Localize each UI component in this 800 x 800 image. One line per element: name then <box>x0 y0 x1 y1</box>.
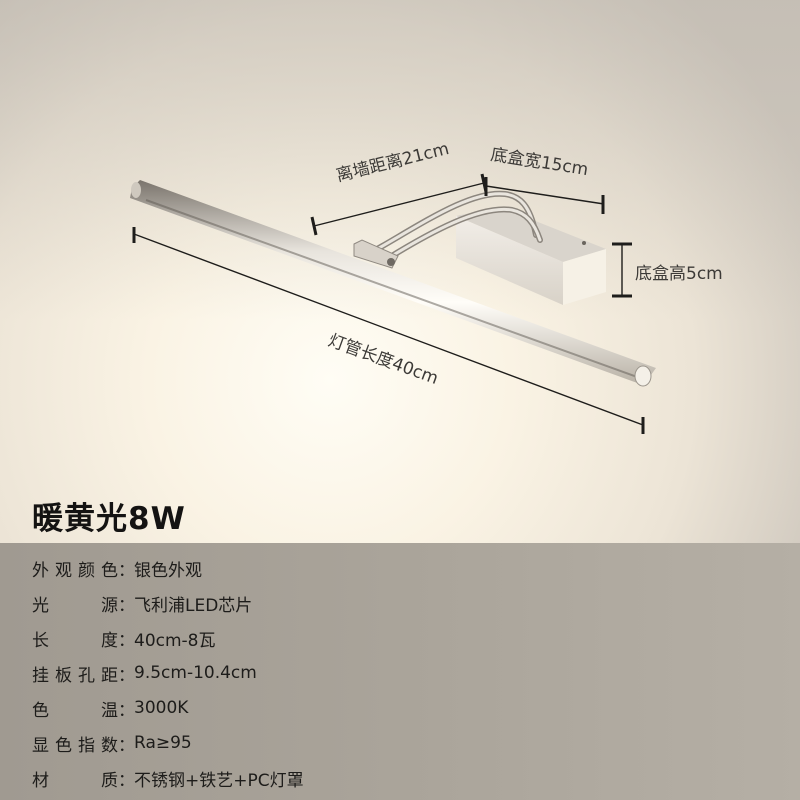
spec-colon: ： <box>118 595 135 616</box>
spec-row: 外观颜色：银色外观 <box>32 555 202 581</box>
spec-colon: ： <box>118 700 135 721</box>
spec-row: 光源：飞利浦LED芯片 <box>32 590 252 616</box>
spec-row: 色温：3000K <box>32 695 188 721</box>
spec-colon: ： <box>118 735 135 756</box>
spec-value: 不锈钢+铁艺+PC灯罩 <box>134 770 304 791</box>
spec-colon: ： <box>118 770 135 791</box>
spec-label: 外观颜色 <box>32 560 118 581</box>
spec-row: 显色指数：Ra≥95 <box>32 730 192 756</box>
lamp-tube <box>130 180 656 387</box>
spec-label: 色温 <box>32 700 118 721</box>
lamp-arm <box>369 190 543 265</box>
spec-colon: ： <box>118 560 135 581</box>
spec-value: 9.5cm-10.4cm <box>134 663 257 683</box>
spec-colon: ： <box>118 630 135 651</box>
base-box <box>456 207 606 305</box>
spec-value: 3000K <box>134 698 189 718</box>
spec-row: 材质：不锈钢+铁艺+PC灯罩 <box>32 765 304 791</box>
spec-panel: 外观颜色：银色外观 光源：飞利浦LED芯片 长度：40cm-8瓦 挂板孔距：9.… <box>0 543 800 800</box>
spec-label: 显色指数 <box>32 735 118 756</box>
spec-label: 挂板孔距 <box>32 665 118 686</box>
product-title: 暖黄光8W <box>32 501 186 537</box>
spec-label: 光源 <box>32 595 118 616</box>
spec-value: Ra≥95 <box>134 733 192 753</box>
spec-row: 挂板孔距：9.5cm-10.4cm <box>32 660 257 686</box>
spec-row: 长度：40cm-8瓦 <box>32 625 216 651</box>
spec-label: 材质 <box>32 770 118 791</box>
tube-clamp <box>353 239 399 269</box>
spec-label: 长度 <box>32 630 118 651</box>
spec-value: 40cm-8瓦 <box>134 630 216 651</box>
dimension-lines <box>132 173 645 434</box>
spec-colon: ： <box>118 665 135 686</box>
base-height-label: 底盒高5cm <box>635 264 723 284</box>
spec-value: 银色外观 <box>134 560 202 581</box>
spec-value: 飞利浦LED芯片 <box>134 595 253 616</box>
